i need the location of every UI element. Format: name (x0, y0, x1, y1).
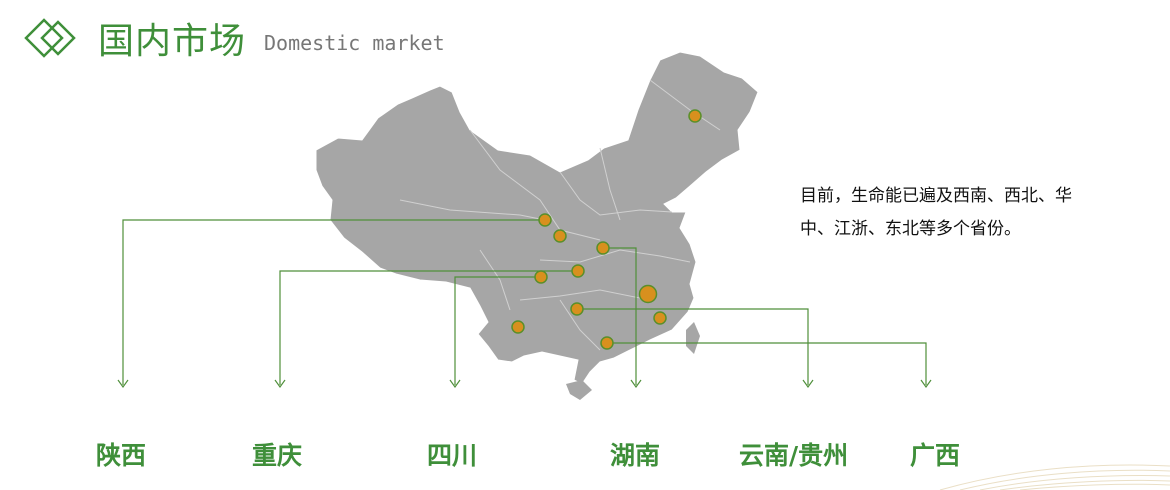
location-marker (511, 320, 525, 334)
location-marker (653, 311, 667, 325)
location-marker-guangxi (600, 336, 614, 350)
region-label-guangxi: 广西 (910, 441, 961, 470)
region-label-sichuan: 四川 (427, 441, 478, 470)
decorative-swoosh (939, 464, 1170, 490)
connector-lines (122, 219, 927, 385)
page-subtitle: Domestic market (264, 31, 445, 55)
double-diamond-icon (24, 18, 76, 58)
connector-line-shaanxi (122, 219, 545, 385)
location-marker-hunan (596, 241, 610, 255)
location-marker (553, 229, 567, 243)
location-markers (511, 109, 702, 350)
region-label-hunan: 湖南 (610, 441, 661, 470)
connector-line-hunan (603, 247, 637, 385)
region-label-yunnan-guizhou: 云南/贵州 (739, 441, 849, 470)
region-label-shaanxi: 陕西 (96, 441, 147, 470)
china-map-icon (315, 51, 759, 400)
coverage-note: 目前，生命能已遍及西南、西北、华中、江浙、东北等多个省份。 (800, 186, 1072, 239)
location-marker-shaanxi (538, 213, 552, 227)
location-marker-sichuan (534, 270, 548, 284)
location-marker-yunnan-guizhou (570, 302, 584, 316)
location-marker-chongqing (571, 264, 585, 278)
connector-line-sichuan (454, 276, 541, 385)
location-marker-northeast (688, 109, 702, 123)
page-title: 国内市场 (98, 21, 247, 62)
region-label-chongqing: 重庆 (252, 441, 303, 470)
connector-line-chongqing (279, 270, 578, 385)
connector-line-guangxi (607, 342, 927, 385)
section-header: 国内市场 Domestic market (22, 10, 445, 66)
connector-line-yunnan-guizhou (577, 308, 809, 385)
location-marker-large (638, 284, 658, 304)
connector-arrows (117, 379, 932, 389)
